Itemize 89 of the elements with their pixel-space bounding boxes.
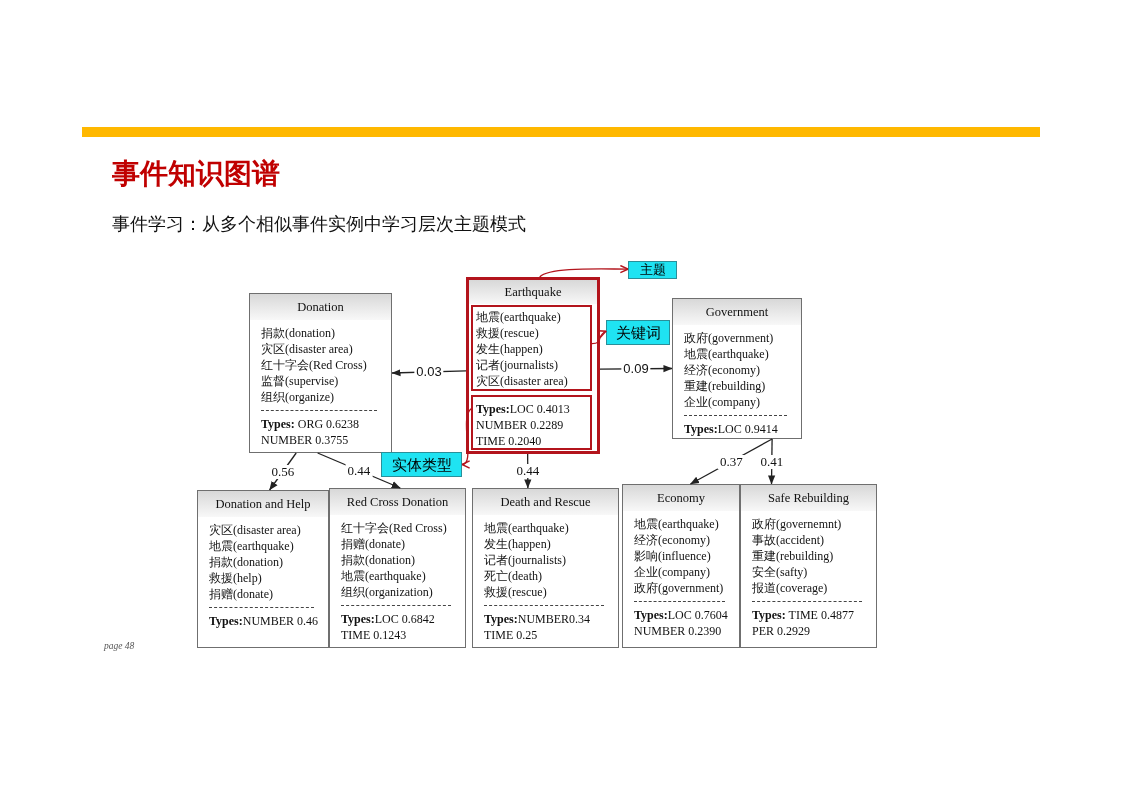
keyword-text: 企业(company) [684, 394, 760, 410]
type-score-text: TIME 0.25 [484, 627, 538, 643]
keyword-text: 地震(earthquake) [684, 346, 769, 362]
box-header: Government [673, 299, 801, 325]
type-score-text: NUMBER 0.3755 [261, 432, 349, 448]
keyword-text: 重建(rebuilding) [752, 548, 834, 564]
edge-label: 0.03 [414, 364, 444, 379]
keyword-text: 组织(organize) [261, 389, 335, 405]
keyword-text: 经济(economy) [634, 532, 710, 548]
keyword-text: 红十字会(Red Cross) [261, 357, 367, 373]
type-score-text: TIME 0.1243 [341, 627, 407, 643]
topic-box [329, 488, 466, 648]
highlight-box [471, 305, 592, 391]
keyword-text: 记者(journalists) [484, 552, 566, 568]
keyword-text: 企业(company) [634, 564, 710, 580]
keyword-text: 捐款(donation) [261, 325, 335, 341]
arrow [461, 408, 472, 467]
keyword-text: 政府(governemnt) [752, 516, 842, 532]
topic-box [249, 293, 392, 453]
keyword-text: 救援(rescue) [484, 584, 547, 600]
keyword-text: 经济(economy) [684, 362, 760, 378]
keyword-text: 救援(rescue) [476, 325, 539, 341]
box-header: Economy [623, 485, 739, 511]
callout-box: 关键词 [606, 320, 670, 345]
topic-box [622, 484, 740, 648]
topic-box [197, 490, 329, 648]
keyword-text: 捐款(donation) [341, 552, 415, 568]
keyword-text: 政府(government) [634, 580, 724, 596]
subtitle-text: 事件学习：从多个相似事件实例中学习层次主题模式 [112, 213, 526, 236]
box-header: Donation and Help [198, 491, 328, 517]
arrow [591, 330, 607, 345]
box-header: Donation [250, 294, 391, 320]
arrow [539, 264, 629, 278]
edge-label: 0.37 [717, 454, 745, 469]
type-score-text: Types:LOC 0.6842 [341, 611, 435, 627]
keyword-text: 发生(happen) [476, 341, 543, 357]
type-score-text: Types:LOC 0.9414 [684, 421, 778, 437]
type-score-text: NUMBER 0.2390 [634, 623, 722, 639]
keyword-text: 救援(help) [209, 570, 262, 586]
keyword-text: 红十字会(Red Cross) [341, 520, 447, 536]
keyword-text: 捐款(donation) [209, 554, 283, 570]
topic-box [466, 277, 600, 454]
topic-box [740, 484, 877, 648]
type-score-text: Types:LOC 0.7604 [634, 607, 728, 623]
type-score-text: Types:NUMBER 0.46 [209, 613, 319, 629]
page-number: page 48 [104, 640, 135, 652]
slide-title: 事件知识图谱 [112, 157, 280, 191]
topic-box [472, 488, 619, 648]
keyword-text: 政府(government) [684, 330, 774, 346]
keyword-text: 地震(earthquake) [634, 516, 719, 532]
box-header: Earthquake [469, 280, 597, 304]
callout-box: 实体类型 [381, 452, 462, 477]
edge-label: 0.56 [269, 464, 297, 479]
keyword-text: 事故(accident) [752, 532, 824, 548]
keyword-text: 捐赠(donate) [341, 536, 405, 552]
type-score-text: Types:LOC 0.4013 [476, 401, 570, 417]
keyword-text: 监督(supervise) [261, 373, 339, 389]
topic-box [672, 298, 802, 439]
keyword-text: 死亡(death) [484, 568, 542, 584]
keyword-text: 地震(earthquake) [341, 568, 426, 584]
keyword-text: 灾区(disaster area) [261, 341, 353, 357]
type-score-text: TIME 0.2040 [476, 433, 542, 449]
keyword-text: 捐赠(donate) [209, 586, 273, 602]
keyword-text: 发生(happen) [484, 536, 551, 552]
keyword-text: 地震(earthquake) [209, 538, 294, 554]
type-score-text: Types:NUMBER0.34 [484, 611, 591, 627]
keyword-text: 安全(safty) [752, 564, 808, 580]
highlight-box [471, 395, 592, 450]
type-score-text: NUMBER 0.2289 [476, 417, 564, 433]
keyword-text: 组织(organization) [341, 584, 433, 600]
edge-label: 0.41 [758, 454, 786, 469]
type-score-text: Types: ORG 0.6238 [261, 416, 360, 432]
keyword-text: 灾区(disaster area) [209, 522, 301, 538]
edge-label: 0.44 [345, 463, 373, 478]
type-score-text: Types: TIME 0.4877 [752, 607, 854, 623]
type-score-text: PER 0.2929 [752, 623, 810, 639]
edge-label: 0.44 [514, 464, 542, 478]
keyword-text: 报道(coverage) [752, 580, 828, 596]
keyword-text: 影响(influence) [634, 548, 711, 564]
callout-box: 主题 [628, 261, 677, 279]
keyword-text: 地震(earthquake) [484, 520, 569, 536]
edge-label: 0.09 [621, 361, 651, 376]
box-header: Safe Rebuilding [741, 485, 876, 511]
keyword-text: 灾区(disaster area) [476, 373, 568, 389]
keyword-text: 记者(journalists) [476, 357, 558, 373]
keyword-text: 重建(rebuilding) [684, 378, 766, 394]
box-header: Death and Rescue [473, 489, 618, 515]
box-header: Red Cross Donation [330, 489, 465, 515]
keyword-text: 地震(earthquake) [476, 309, 561, 325]
